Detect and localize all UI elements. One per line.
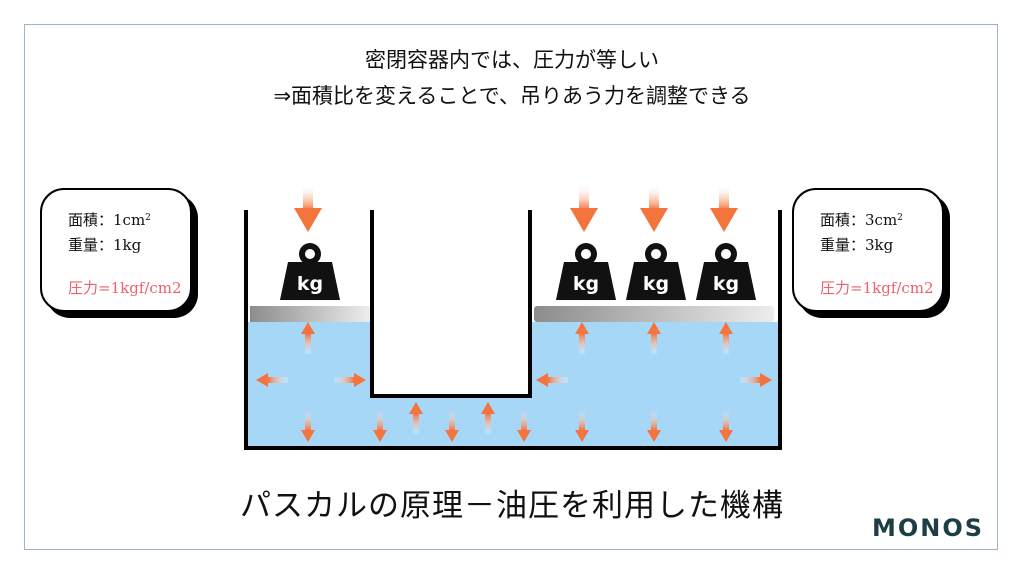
pressure-arrow-up — [647, 322, 661, 354]
left-pressure: 圧力=1kgf/cm2 — [68, 279, 182, 297]
weight-label: kg — [297, 273, 323, 295]
weight-label: kg — [643, 273, 669, 295]
pressure-arrow-down — [301, 410, 315, 442]
force-arrow — [710, 184, 738, 232]
monos-logo: MONOS — [872, 514, 985, 542]
left-area-sup: 2 — [145, 213, 151, 223]
weight-label: kg — [573, 273, 599, 295]
right-weight: 重量：3kg — [820, 236, 894, 254]
pressure-arrow-up — [575, 322, 589, 354]
force-arrows — [294, 184, 738, 232]
force-arrow — [640, 184, 668, 232]
container-outline — [244, 210, 782, 450]
pressure-arrow-down — [575, 410, 589, 442]
weight-right-3: kg — [696, 243, 756, 300]
left-weight: 重量：1kg — [68, 236, 142, 254]
weight-left: kg — [280, 243, 340, 300]
pressure-arrow-up — [481, 402, 495, 434]
left-info-card: 面積：1cm2 重量：1kg 圧力=1kgf/cm2 — [40, 188, 192, 312]
right-area-sup: 2 — [897, 213, 903, 223]
force-arrow — [570, 184, 598, 232]
weight-label: kg — [713, 273, 739, 295]
left-piston — [250, 306, 370, 322]
pressure-arrow-down — [373, 410, 387, 442]
force-arrow — [294, 184, 322, 232]
pressure-arrow-down — [719, 410, 733, 442]
pressure-arrow-up — [301, 322, 315, 354]
right-area-label: 面積：3cm — [820, 211, 898, 229]
pressure-arrow-down — [647, 410, 661, 442]
pressure-arrow-left — [256, 373, 288, 387]
left-area: 面積：1cm2 — [68, 208, 190, 233]
pressure-arrows — [256, 322, 772, 442]
right-area: 面積：3cm2 — [820, 208, 942, 233]
weight-right-2: kg — [626, 243, 686, 300]
right-pressure: 圧力=1kgf/cm2 — [820, 279, 934, 297]
pressure-arrow-left — [536, 373, 568, 387]
pressure-arrow-right — [334, 373, 366, 387]
caption: パスカルの原理－油圧を利用した機構 — [240, 488, 784, 524]
pressure-arrow-down — [517, 410, 531, 442]
pressure-arrow-up — [719, 322, 733, 354]
pressure-arrow-up — [409, 402, 423, 434]
weight-right-1: kg — [556, 243, 616, 300]
right-info-card: 面積：3cm2 重量：3kg 圧力=1kgf/cm2 — [792, 188, 944, 312]
heading-line-2: ⇒面積比を変えることで、吊りあう力を調整できる — [273, 84, 751, 108]
left-area-label: 面積：1cm — [68, 211, 146, 229]
heading-line-1: 密閉容器内では、圧力が等しい — [365, 48, 659, 72]
pressure-arrow-down — [445, 410, 459, 442]
right-piston — [534, 306, 774, 322]
pressure-arrow-right — [740, 373, 772, 387]
